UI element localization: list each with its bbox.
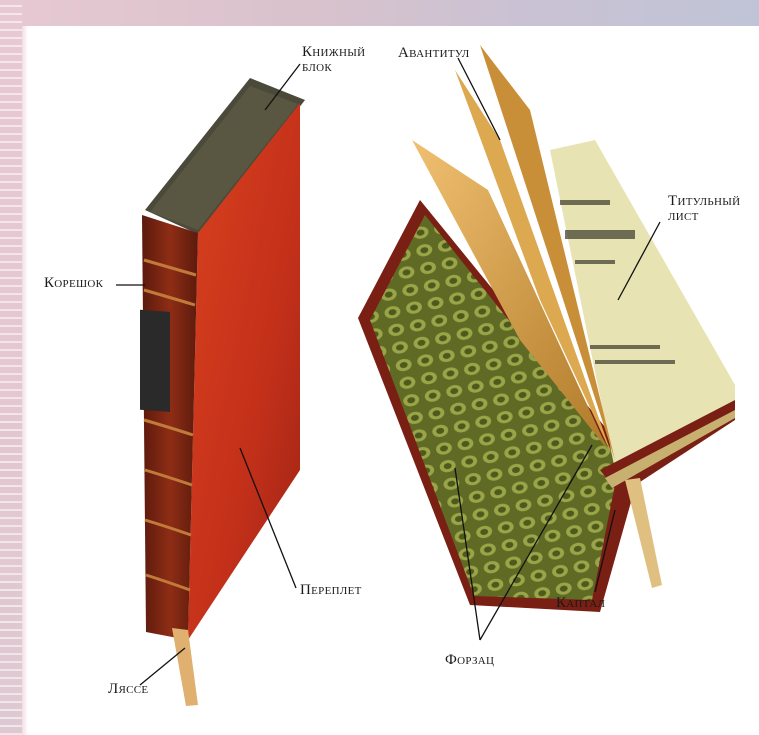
bookmark-ribbon — [172, 628, 198, 706]
label-knizhny-blok: Книжный блок — [302, 45, 365, 75]
open-book — [358, 45, 735, 612]
headband-ribbon — [625, 478, 662, 588]
label-lyasse: Ляссе — [108, 682, 148, 697]
label-knizhny-blok-line2: блок — [302, 60, 365, 75]
label-titulny-list-line2: лист — [668, 209, 740, 224]
spine-label — [140, 310, 170, 412]
label-kaptal: Каптал — [556, 596, 605, 611]
leader-lyasse — [140, 648, 185, 685]
label-titulny-list-line1: Титульный — [668, 194, 740, 209]
label-koreshok: Корешок — [44, 276, 103, 291]
label-pereplet: Переплет — [300, 583, 362, 598]
label-forzac: Форзац — [445, 653, 494, 668]
label-titulny-list: Титульный лист — [668, 194, 740, 224]
label-avantitul: Авантитул — [398, 46, 469, 61]
label-knizhny-blok-line1: Книжный — [302, 45, 365, 60]
closed-book — [140, 78, 305, 706]
